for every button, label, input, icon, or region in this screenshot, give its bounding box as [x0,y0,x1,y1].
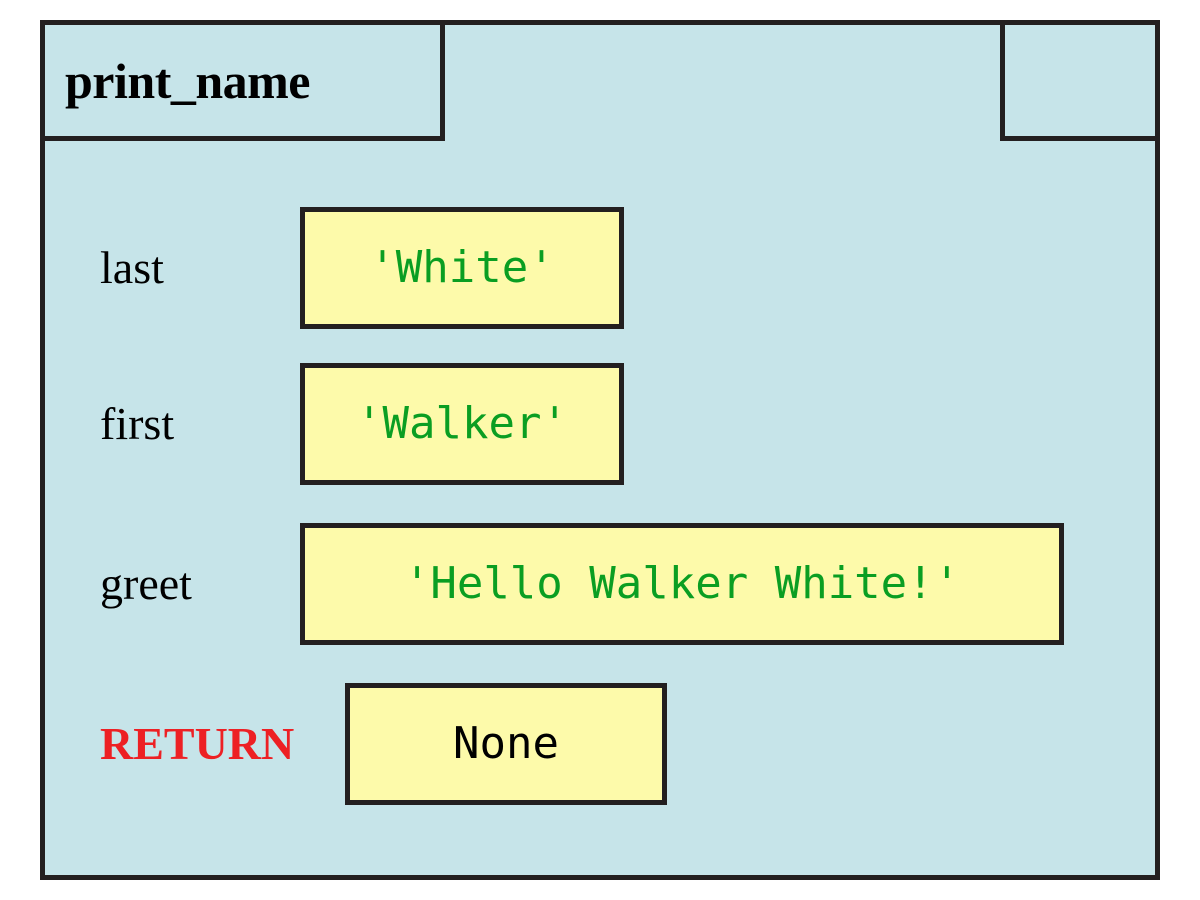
variable-rows: last 'White' first 'Walker' greet 'Hello… [45,141,1155,875]
frame-name-label: print_name [65,52,311,109]
variable-row-return: RETURN None [100,683,667,805]
value-box-greet: 'Hello Walker White!' [300,523,1064,645]
value-text-return: None [453,718,559,769]
variable-label-first: first [100,398,175,449]
frame-name-box: print_name [45,25,445,141]
variable-label-return: RETURN [100,718,295,769]
variable-label-last: last [100,242,164,293]
value-text-first: 'Walker' [356,398,568,449]
call-frame: print_name last 'White' first 'Walker' g… [40,20,1160,880]
frame-corner-box [1000,25,1155,141]
variable-label-greet: greet [100,558,192,609]
value-box-last: 'White' [300,207,624,329]
variable-row-first: first 'Walker' [100,363,624,485]
value-box-return: None [345,683,667,805]
variable-row-last: last 'White' [100,207,624,329]
value-text-greet: 'Hello Walker White!' [403,558,961,609]
variable-row-greet: greet 'Hello Walker White!' [100,523,1064,645]
value-text-last: 'White' [369,242,555,293]
value-box-first: 'Walker' [300,363,624,485]
